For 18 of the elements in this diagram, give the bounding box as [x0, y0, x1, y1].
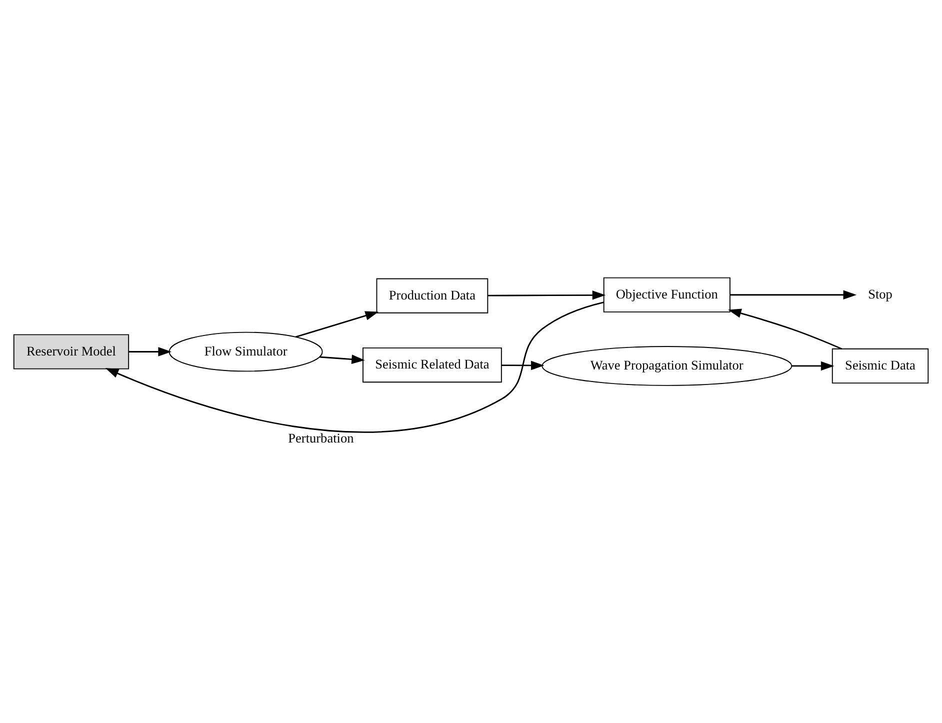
edge-label: Perturbation — [288, 430, 354, 446]
node-ellipse: Flow Simulator — [168, 331, 323, 372]
arrow — [296, 310, 379, 338]
node-box: Seismic Related Data — [362, 346, 502, 382]
node-box: Seismic Data — [832, 348, 929, 384]
arrow — [728, 308, 842, 350]
node-ellipse: Wave Propagation Simulator — [542, 346, 792, 386]
node-box: Production Data — [376, 278, 488, 313]
arrow — [320, 354, 365, 364]
arrow — [128, 346, 172, 356]
arrow — [488, 290, 606, 300]
arrow — [730, 290, 857, 300]
arrow — [501, 360, 544, 370]
node-box: Reservoir Model — [13, 334, 130, 369]
arrow — [792, 360, 834, 370]
node-box: Objective Function — [603, 276, 730, 312]
node-text: Stop — [868, 286, 892, 301]
arrow — [105, 301, 604, 432]
